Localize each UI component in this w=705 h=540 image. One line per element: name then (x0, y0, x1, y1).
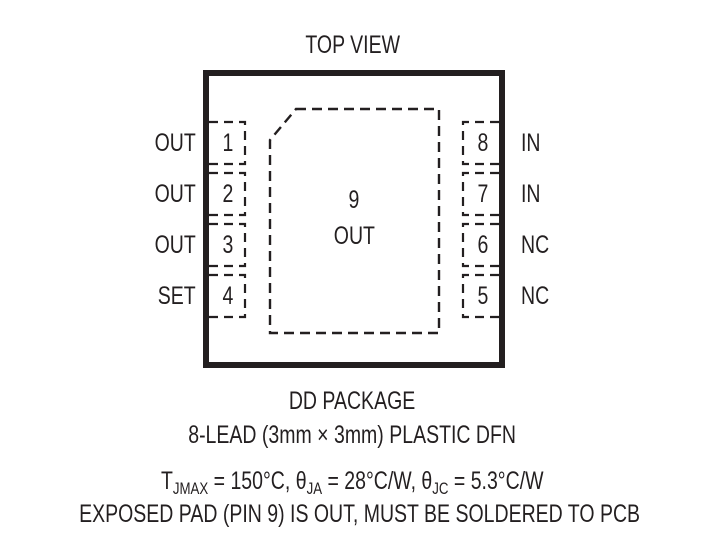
exposed-pad-number: 9 (348, 186, 360, 214)
pin-number-2: 2 (222, 180, 234, 208)
pin-number-6: 6 (477, 231, 489, 259)
theta-jc-subscript: JC (432, 479, 449, 498)
theta-ja-subscript: JA (306, 479, 323, 498)
package-body (203, 70, 505, 368)
exposed-pad-outline (268, 107, 441, 335)
pin-number-7: 7 (477, 180, 489, 208)
pin-label-7: IN (521, 180, 541, 208)
theta-jc-value: = 5.3°C/W (448, 467, 544, 495)
diagram-title: TOP VIEW (305, 31, 400, 59)
left-pin-pads (209, 120, 247, 319)
pin-label-6: NC (521, 231, 550, 259)
pin-pad-8 (461, 120, 499, 166)
pin-pad-4 (209, 273, 247, 319)
pin-number-4: 4 (222, 282, 234, 310)
pin-pad-2 (209, 171, 247, 217)
pin-label-4: SET (158, 282, 196, 310)
thermal-specs: TJMAX = 150°C, θJA = 28°C/W, θJC = 5.3°C… (0, 467, 705, 498)
theta-ja-value: = 28°C/W, (322, 467, 422, 495)
pin-number-1: 1 (222, 129, 234, 157)
pin-pad-6 (461, 222, 499, 268)
pin-pad-5 (461, 273, 499, 319)
package-description: 8-LEAD (3mm × 3mm) PLASTIC DFN (188, 421, 517, 449)
pin-pad-7 (461, 171, 499, 217)
exposed-pad-name: OUT (333, 222, 375, 250)
pin-label-8: IN (521, 129, 541, 157)
pin-label-3: OUT (154, 231, 196, 259)
pin-number-5: 5 (477, 282, 489, 310)
package-name: DD PACKAGE (289, 387, 416, 415)
tj-subscript: JMAX (173, 479, 209, 498)
exposed-pad-note: EXPOSED PAD (PIN 9) IS OUT, MUST BE SOLD… (79, 500, 641, 528)
pin-number-3: 3 (222, 231, 234, 259)
tj-symbol: T (161, 467, 174, 495)
theta-jc-symbol: θ (421, 467, 433, 495)
pin-pad-3 (209, 222, 247, 268)
pin-label-5: NC (521, 282, 550, 310)
pin-number-8: 8 (477, 129, 489, 157)
theta-ja-symbol: θ (295, 467, 307, 495)
pin-label-1: OUT (154, 129, 196, 157)
tj-value: = 150°C, (208, 467, 296, 495)
pin-pad-1 (209, 120, 247, 166)
right-pin-pads (461, 120, 499, 319)
pin-label-2: OUT (154, 180, 196, 208)
